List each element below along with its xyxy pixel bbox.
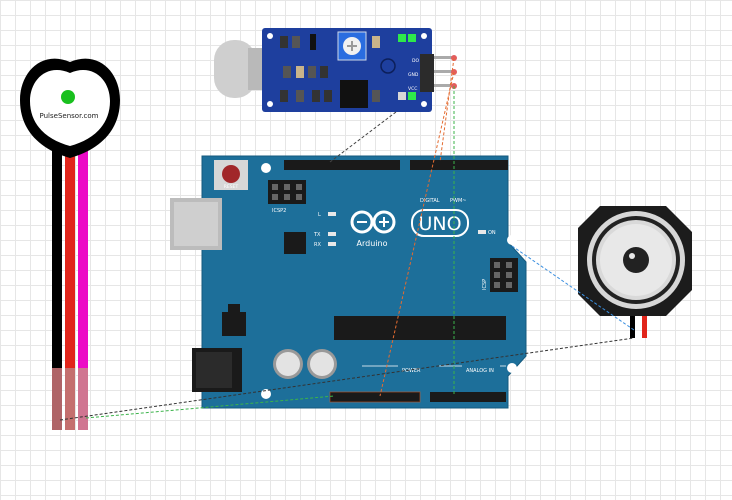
pulse-pin-2[interactable] [65,368,75,430]
potentiometer-slot [347,41,357,51]
sensor-pin-vcc[interactable] [434,56,454,59]
usb-chip [284,232,306,254]
smd-component [398,92,406,100]
smd-component [296,90,304,102]
analog-label: ANALOG IN [466,368,494,374]
connection-wires [59,57,635,421]
arduino-pcb [201,155,527,409]
smd-component [280,90,288,102]
usb-connector-face [174,202,218,246]
speaker-dustcap-highlight [629,253,635,259]
wire-sensor-to-digital-black[interactable] [329,111,397,163]
sound-sensor-module[interactable]: DO GND VCC [214,28,457,112]
led-rx [328,242,336,246]
mount-ring [380,58,396,74]
sensor-pin-label: GND [408,72,419,78]
smd-component [292,36,300,48]
microphone-neck [248,48,264,90]
smd-component [308,66,316,78]
speaker-wire-black [630,310,635,338]
smd-component [296,66,304,78]
speaker-wire-red [642,310,647,338]
sensor-pin-label: DO [412,58,419,64]
smd-component [324,90,332,102]
wire-pulse-signal[interactable] [85,395,335,419]
sensor-pin-header [420,54,434,92]
capacitor-top [310,352,334,376]
led-on-label: ON [488,230,496,236]
mount-hole [421,101,427,107]
speaker[interactable] [578,206,692,338]
mount-hole [261,163,271,173]
uno-badge [411,209,469,237]
speaker-dustcap [623,247,649,273]
mount-hole [267,101,273,107]
wire-pulse-ground[interactable] [59,337,635,421]
mount-hole [507,235,517,245]
pulse-pin-1[interactable] [52,368,62,430]
capacitor-top [276,352,300,376]
uno-text: UNO [418,213,461,235]
icsp-header [490,258,518,292]
pulse-sensor[interactable]: PulseSensor.com [20,58,120,430]
smd-component [283,66,291,78]
power-analog-header[interactable] [329,391,506,403]
led-l [328,212,336,216]
power-jack-face [196,352,232,388]
status-led [408,92,416,100]
icsp2-label: ICSP2 [272,208,286,214]
mount-hole [421,33,427,39]
led-on [478,230,486,234]
smd-component [312,90,320,102]
icsp-label: ICSP [482,279,488,290]
regulator-tab [228,304,240,312]
digital-header[interactable] [284,160,508,170]
reset-button[interactable] [222,165,240,183]
power-label: POWER [402,368,421,374]
reset-label: RESET [224,184,239,190]
smd-component [372,36,380,48]
smd-component [320,66,328,78]
pulse-led [61,90,75,104]
pulse-wire-red [65,140,75,430]
sensor-pin-label: VCC [408,86,417,92]
sound-sensor-pcb [262,28,432,112]
wire-sensor-to-power[interactable] [379,71,455,397]
wire-sensor-vcc[interactable] [439,57,455,163]
pulse-pin-3[interactable] [78,368,88,430]
led-l-label: L [318,212,321,218]
signal-led [408,34,416,42]
icsp2-header [268,180,306,204]
power-led [398,34,406,42]
smd-component [372,90,380,102]
comparator-chip [340,80,368,108]
pulse-sensor-face [30,70,110,146]
smd-component [310,34,316,50]
digital-label: DIGITAL [420,198,440,204]
microphone-capsule [214,40,256,98]
sensor-pin-gnd[interactable] [434,70,454,73]
led-tx [328,232,336,236]
pulse-wire-black [52,140,62,430]
mount-hole [267,33,273,39]
mount-hole [261,389,271,399]
mount-hole [507,363,517,373]
arduino-logo [350,210,396,234]
led-rx-label: RX [314,242,321,248]
pwm-label: PWM~ [450,198,466,204]
pulse-wire-pink [78,140,88,430]
voltage-regulator [222,312,246,336]
smd-component [280,36,288,48]
atmega-chip [334,316,506,340]
arduino-brand-text: Arduino [357,239,388,248]
arduino-uno-board[interactable]: RESET ICSP2 L TX RX ON Arduin [170,155,527,409]
sensor-pin-do[interactable] [434,84,454,87]
led-tx-label: TX [313,232,321,238]
pulse-brand-text: PulseSensor.com [40,112,99,120]
